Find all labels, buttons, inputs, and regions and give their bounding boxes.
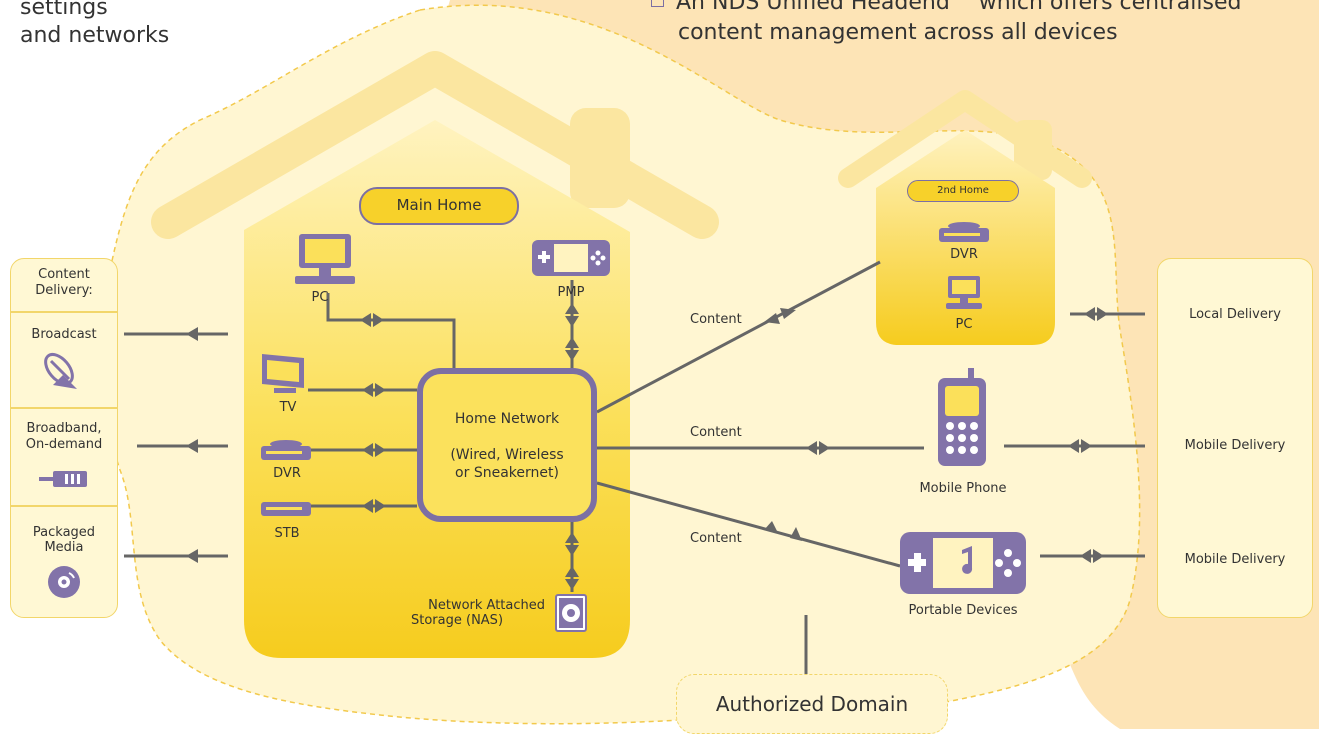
packaged-media-line-1: Packaged (32, 525, 96, 540)
broadband-label-line-2: On-demand (25, 437, 103, 452)
nas-label: Network Attached Storage (NAS) (395, 598, 545, 628)
broadband-label-line-1: Broadband, (26, 421, 102, 436)
broadband-label: Broadband, On-demand (11, 421, 117, 453)
bullet-icon (651, 0, 664, 7)
bullet-text: An NDS Unified Headend™ which offers cen… (651, 0, 1241, 48)
authorized-domain-label: Authorized Domain (676, 674, 948, 734)
content-delivery-panel: Content Delivery: Broadcast Broadband, O… (10, 258, 118, 618)
home-network-line-2: (Wired, Wireless (450, 447, 564, 463)
intro-text: settings and networks (20, 0, 169, 50)
portable-devices-label: Portable Devices (908, 603, 1018, 618)
second-home-dvr-icon (939, 222, 989, 242)
content-label-2: Content (690, 425, 742, 440)
nas-label-line-2: Storage (NAS) (411, 613, 504, 628)
mobile-phone-icon (938, 368, 986, 466)
home-network-box: Home Network (Wired, Wireless or Sneaker… (417, 368, 597, 522)
second-home-label: 2nd Home (907, 180, 1019, 202)
pc-icon (295, 234, 355, 284)
mobile-delivery-label-2: Mobile Delivery (1184, 552, 1286, 567)
main-home-label: Main Home (359, 187, 519, 225)
dvr-icon (261, 440, 311, 460)
home-network-title: Home Network (454, 411, 560, 427)
pc-label: PC (311, 290, 329, 305)
broadcast-label: Broadcast (31, 327, 97, 342)
satellite-dish-icon (44, 352, 77, 389)
delivery-panel: Local Delivery Mobile Delivery Mobile De… (1157, 258, 1313, 618)
second-home-dvr-label: DVR (950, 247, 978, 262)
nas-icon (555, 594, 587, 632)
disc-icon (48, 566, 80, 598)
pmp-label: PMP (557, 285, 585, 300)
nas-label-line-1: Network Attached (428, 598, 545, 613)
second-home-pc-label: PC (955, 317, 973, 332)
content-delivery-header-line-2: Delivery: (35, 283, 93, 298)
home-network-line-3: or Sneakernet) (455, 465, 559, 481)
stb-icon (261, 502, 311, 516)
content-delivery-header-line-1: Content (38, 267, 90, 282)
second-home-pc-icon (946, 276, 982, 309)
pmp-icon (532, 240, 610, 276)
mobile-delivery-label-1: Mobile Delivery (1184, 438, 1286, 453)
intro-line-2: and networks (20, 23, 170, 48)
content-delivery-header: Content Delivery: (11, 267, 117, 299)
dvr-label: DVR (273, 466, 301, 481)
intro-line-1: settings (20, 0, 108, 20)
ethernet-plug-icon (39, 471, 87, 487)
packaged-media-line-2: Media (44, 540, 84, 555)
mobile-phone-label: Mobile Phone (919, 481, 1007, 496)
tv-icon (262, 354, 304, 393)
bullet-line-2: content management across all devices (678, 20, 1118, 45)
tv-label: TV (279, 400, 297, 415)
packaged-media-label: Packaged Media (11, 525, 117, 555)
content-label-1: Content (690, 312, 742, 327)
local-delivery-label: Local Delivery (1189, 307, 1281, 322)
stb-label: STB (274, 526, 300, 541)
content-label-3: Content (690, 531, 742, 546)
portable-game-icon (900, 532, 1026, 594)
bullet-line-1: An NDS Unified Headend™ which offers cen… (676, 0, 1242, 15)
